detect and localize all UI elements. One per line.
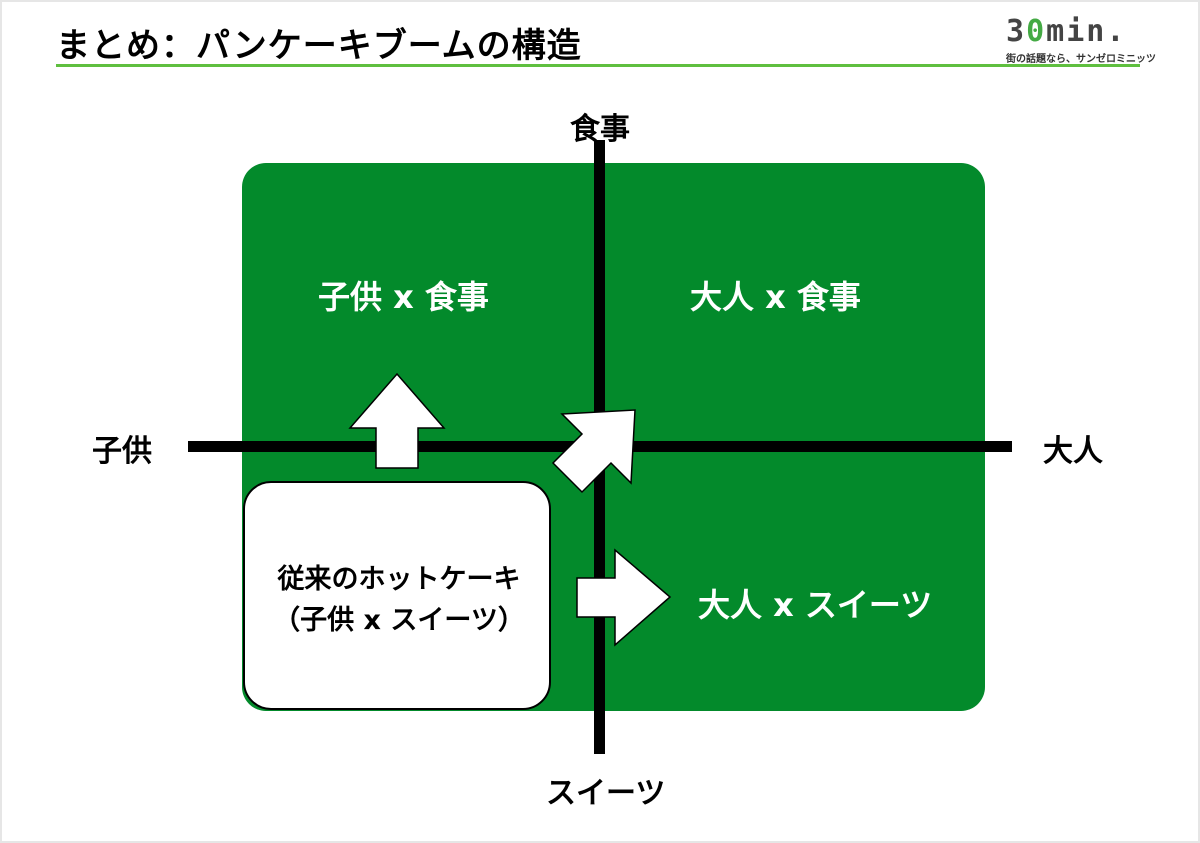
origin-label-line2: （子供 x スイーツ） <box>273 605 525 636</box>
quadrant-label-bottom-right: 大人 x スイーツ <box>698 586 933 624</box>
arrow-diagonal-icon <box>551 409 636 494</box>
arrow-right-icon <box>576 548 672 647</box>
origin-box: 従来のホットケーキ （子供 x スイーツ） <box>243 481 551 710</box>
logo-mark: 30min. <box>1006 14 1127 49</box>
quadrant-label-top-right: 大人 x 食事 <box>690 278 861 316</box>
axis-label-right: 大人 <box>1043 434 1103 469</box>
origin-label-line1: 従来のホットケーキ <box>277 564 521 595</box>
arrow-up-icon <box>348 372 446 469</box>
brand-logo: 30min. 街の話題なら、サンゼロミニッツ <box>1006 14 1156 65</box>
axis-label-top: 食事 <box>570 112 630 147</box>
axis-label-bottom: スイーツ <box>546 776 666 811</box>
title-underline <box>56 64 1140 67</box>
slide-title: まとめ：パンケーキブームの構造 <box>56 26 582 66</box>
logo-tagline: 街の話題なら、サンゼロミニッツ <box>1006 54 1156 65</box>
axis-label-left: 子供 <box>92 434 152 469</box>
quadrant-label-top-left: 子供 x 食事 <box>318 278 489 316</box>
